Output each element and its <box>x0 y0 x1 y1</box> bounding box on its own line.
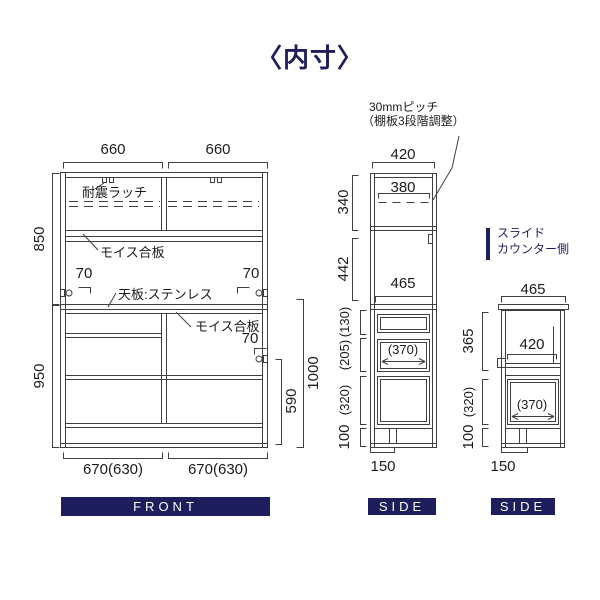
front-view-bar: FRONT <box>61 497 270 516</box>
front-dim-gap-upper-left: 70 <box>75 265 93 282</box>
front-view-bar-label: FRONT <box>133 499 198 514</box>
front-label-latch: 耐震ラッチ <box>82 185 148 200</box>
knob-marks <box>60 289 268 363</box>
front-dim-left-upper: 850 <box>31 226 48 252</box>
front-dim-gap-lower-right: 70 <box>241 330 259 347</box>
page-title: 〈内寸〉 <box>255 43 364 73</box>
front-label-moise-upper: モイス合板 <box>100 245 165 260</box>
latch-marks <box>94 177 222 190</box>
front-dim-gap-upper-right: 70 <box>242 265 260 282</box>
side2-dim-open-height: 365 <box>460 328 477 354</box>
side1-note-pitch-line2: （棚板3段階調整） <box>362 114 465 128</box>
side2-note-slide-line1: スライド <box>497 226 546 240</box>
side1-view-bar: SIDE <box>368 498 436 515</box>
side2-view-bar: SIDE <box>491 498 555 515</box>
drawer-width-arrow-side1 <box>381 358 426 365</box>
side1-dim-foot: 150 <box>370 458 396 475</box>
front-label-top-panel: 天板:ステンレス <box>118 287 213 302</box>
side2-dim-drawer-width: (370) <box>516 397 548 412</box>
side2-dim-base: 100 <box>460 424 477 450</box>
side2-dim-counter-width: 420 <box>519 336 545 353</box>
side2-dim-top-width: 465 <box>520 281 546 298</box>
drawer-width-arrow-side2 <box>511 413 555 420</box>
side1-dim-upper-height: 340 <box>335 189 352 215</box>
side2-view-bar-label: SIDE <box>499 499 547 514</box>
front-label-moise-lower: モイス合板 <box>195 319 260 334</box>
front-dim-left-lower: 950 <box>31 363 48 389</box>
side1-dim-inner-width: 380 <box>390 179 416 196</box>
side1-dim-open-height: 442 <box>335 256 352 282</box>
side2-view-drawing <box>482 228 569 453</box>
side1-note-pitch-line1: 30mmピッチ <box>369 100 439 114</box>
shelf-dashed-lines <box>69 201 259 207</box>
front-dim-bottom-right: 670(630) <box>187 461 249 478</box>
side2-dim-foot: 150 <box>490 458 516 475</box>
side1-dim-top-width: 420 <box>390 146 416 163</box>
front-dim-top-right: 660 <box>205 141 231 158</box>
side1-dim-base: 100 <box>336 424 353 450</box>
side1-view-bar-label: SIDE <box>378 499 426 514</box>
front-dim-right-inner: 590 <box>283 388 300 414</box>
front-view-drawing <box>52 162 304 459</box>
side1-dim-drawer-width: (370) <box>387 342 419 357</box>
front-dim-bottom-left: 670(630) <box>82 461 144 478</box>
side1-dim-counter-width: 465 <box>390 275 416 292</box>
front-dim-right-total: 1000 <box>305 356 322 390</box>
side2-note-slide-line2: カウンター側 <box>497 242 570 256</box>
side1-view-drawing <box>352 135 460 453</box>
front-dim-top-left: 660 <box>100 141 126 158</box>
